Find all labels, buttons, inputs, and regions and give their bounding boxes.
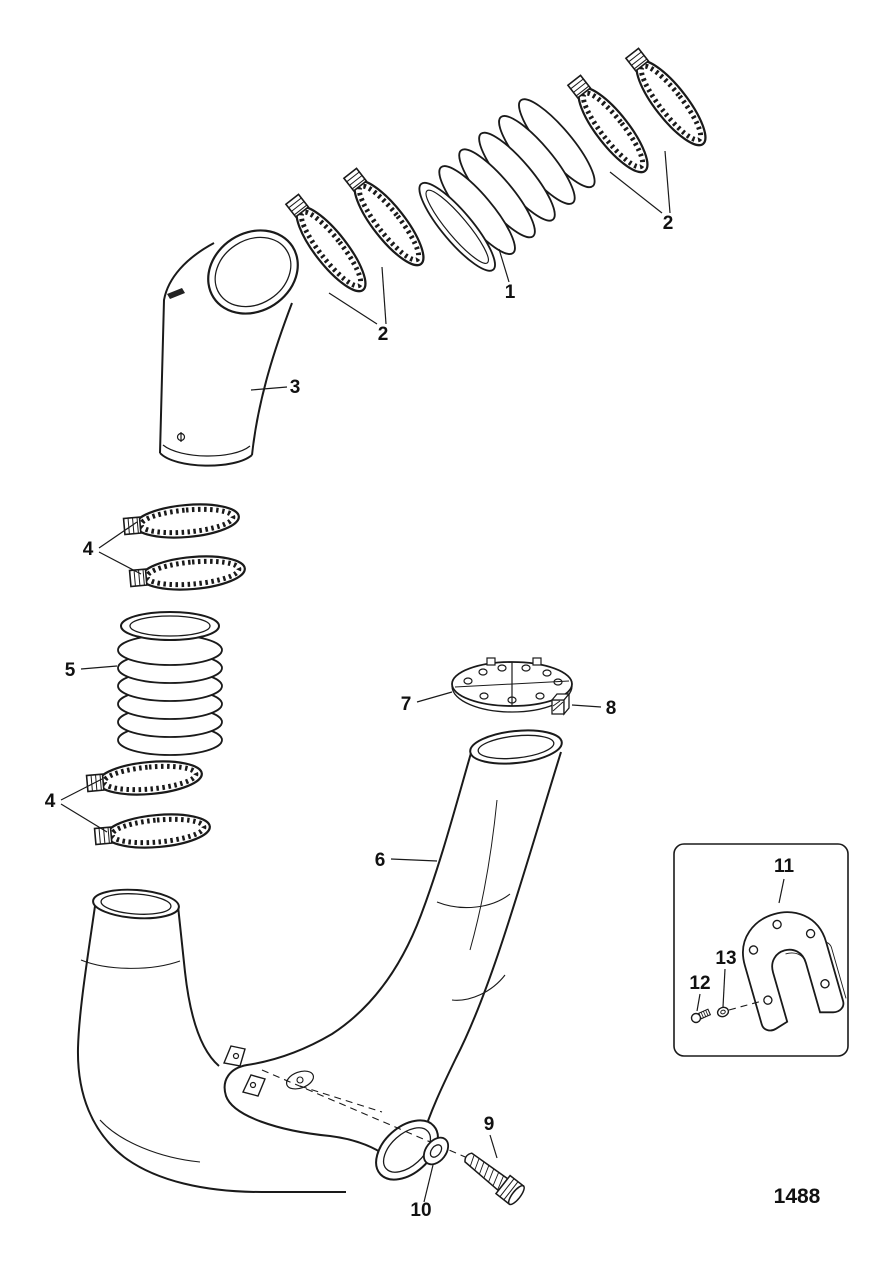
callout-part13: 13 [715, 948, 736, 969]
small-washer [716, 1006, 730, 1018]
leader-line [60, 803, 108, 833]
callout-part7: 7 [401, 694, 412, 715]
leader-line [489, 1134, 498, 1159]
leader-line [381, 266, 387, 325]
washer [422, 1136, 450, 1166]
leader-line [390, 858, 438, 862]
callout-part6: 6 [375, 850, 386, 871]
hose-clamp [94, 811, 211, 853]
leader-line [328, 292, 378, 325]
exhaust-elbow [159, 229, 299, 467]
hose-clamp [86, 758, 203, 800]
anchor-logo-mark [176, 432, 186, 442]
leader-line [571, 704, 602, 708]
cast-stamp-mark [167, 288, 185, 299]
hose-clamp-pair-4-lower [86, 758, 211, 853]
bolt-centerline [261, 1069, 471, 1160]
spacer-block [550, 692, 571, 716]
callout-part4-upper: 4 [83, 539, 94, 560]
hose-clamp [129, 553, 246, 595]
small-bolt [690, 1008, 712, 1024]
bellows-hose [418, 98, 596, 272]
leader-line [664, 150, 671, 214]
callout-part12: 12 [689, 973, 710, 994]
leader-line [498, 248, 510, 283]
callout-part2-mid: 2 [378, 324, 389, 345]
leader-line [250, 386, 288, 391]
ribbed-hose [117, 611, 223, 756]
leader-line [98, 551, 142, 575]
leader-line [696, 993, 701, 1012]
leader-line [778, 878, 785, 904]
leader-line [80, 665, 118, 670]
callout-part3: 3 [290, 377, 301, 398]
leader-line [98, 521, 138, 549]
bolt-centerline-2 [299, 1085, 383, 1113]
callout-part10: 10 [410, 1200, 431, 1221]
hex-bolt [464, 1152, 525, 1206]
leader-line [609, 171, 663, 214]
callout-part9: 9 [484, 1114, 495, 1135]
hose-clamp-pair-4-upper [123, 501, 246, 595]
anode-plate-box [673, 843, 849, 1057]
fastener-centerline [728, 1000, 763, 1011]
callout-part8: 8 [606, 698, 617, 719]
hose-clamp [123, 501, 240, 543]
leader-line [416, 691, 453, 703]
callout-part2-upper: 2 [663, 213, 674, 234]
callout-part11: 11 [774, 856, 795, 877]
callouts: 1 2 2 3 4 5 4 6 7 8 9 10 11 12 13 [45, 150, 795, 1221]
hose-clamp-pair-mid [280, 164, 434, 300]
callout-part5: 5 [65, 660, 76, 681]
callout-part1: 1 [505, 282, 516, 303]
leader-line [60, 778, 103, 801]
exhaust-y-pipe [76, 729, 563, 1193]
drawing-number: 1488 [774, 1185, 821, 1208]
anode-plate [742, 911, 847, 1032]
leader-line [722, 968, 726, 1008]
callout-part4-lower: 4 [45, 791, 56, 812]
leader-line [423, 1164, 434, 1203]
